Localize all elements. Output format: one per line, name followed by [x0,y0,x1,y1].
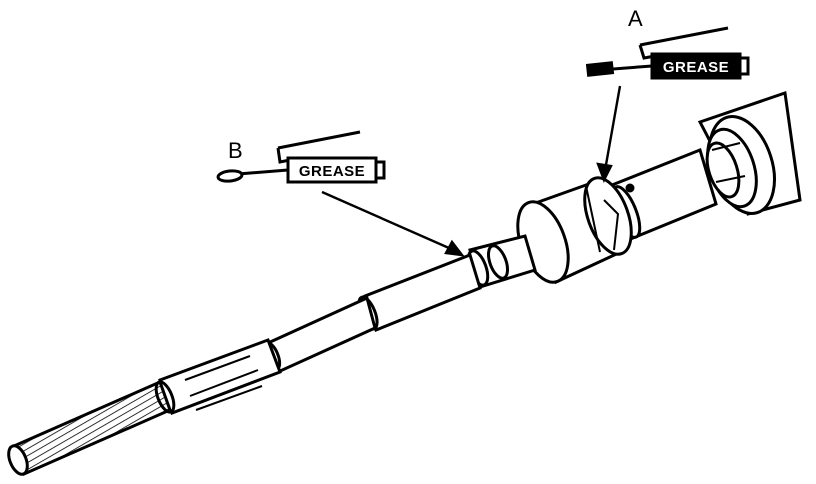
grease-gun-a: GREASE [585,26,750,80]
tie-rod-shaft [154,253,482,415]
arrow-a [596,162,613,183]
arrow-b [444,239,465,257]
grease-gun-a-label: GREASE [663,59,729,76]
callout-b: B [228,138,243,163]
grease-gun-b: GREASE [216,130,386,184]
threaded-end [7,379,172,477]
grease-gun-b-label: GREASE [299,163,365,180]
neck-groove [466,234,537,289]
callout-a: A [628,6,643,31]
rack-housing [697,90,802,216]
leader-lines [321,85,622,257]
